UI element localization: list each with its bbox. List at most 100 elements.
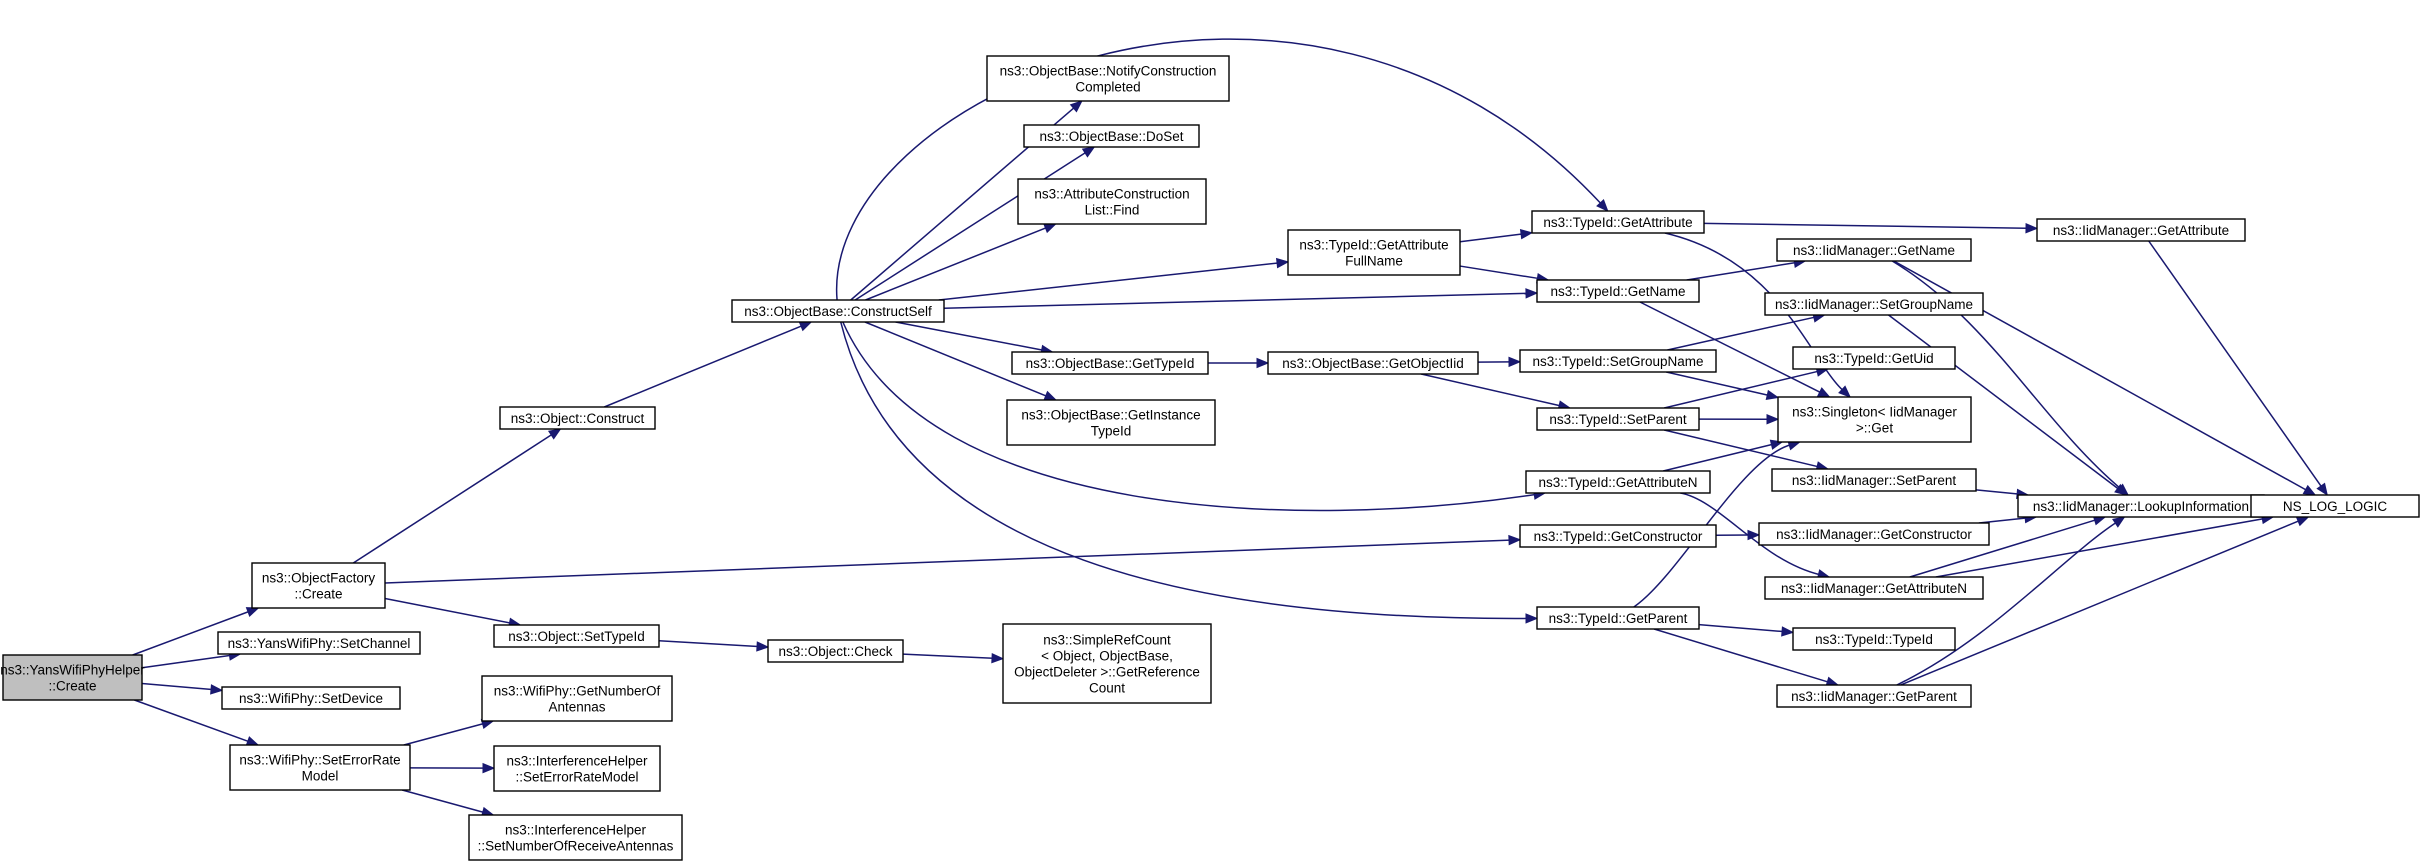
node-tid-getattribute[interactable]: ns3::TypeId::GetAttribute — [1531, 210, 1705, 234]
node-doset[interactable]: ns3::ObjectBase::DoSet — [1023, 124, 1200, 148]
edge-line — [1978, 517, 2027, 524]
node-tid-typeid[interactable]: ns3::TypeId::TypeId — [1792, 627, 1956, 651]
node-tid-getname[interactable]: ns3::TypeId::GetName — [1536, 279, 1700, 303]
node-box — [986, 55, 1230, 102]
node-label: ns3::IidManager::GetName — [1793, 243, 1955, 258]
node-iid-getattribute[interactable]: ns3::IidManager::GetAttribute — [2036, 218, 2246, 242]
node-label: ns3::WifiPhy::SetDevice — [239, 691, 383, 706]
node-tid-setparent[interactable]: ns3::TypeId::SetParent — [1536, 407, 1700, 431]
edge-line — [1459, 233, 1523, 243]
arrowhead-icon — [1069, 100, 1083, 113]
node-box — [2036, 218, 2246, 242]
node-box — [1771, 468, 1977, 492]
node-label: ns3::TypeId::GetAttribute — [1543, 215, 1692, 230]
node-label: ns3::SimpleRefCount — [1043, 633, 1171, 648]
node-construct-self[interactable]: ns3::ObjectBase::ConstructSelf — [731, 299, 945, 323]
node-label: ::SetNumberOfReceiveAntennas — [478, 839, 674, 854]
node-iid-getconstructor[interactable]: ns3::IidManager::GetConstructor — [1758, 522, 1990, 546]
node-box — [1536, 606, 1700, 630]
node-box — [1536, 407, 1700, 431]
node-label: ns3::ObjectBase::GetTypeId — [1026, 356, 1195, 371]
node-iid-getname[interactable]: ns3::IidManager::GetName — [1776, 238, 1972, 262]
edge-line — [1698, 623, 1784, 633]
node-box — [1006, 399, 1216, 446]
node-tid-getuid[interactable]: ns3::TypeId::GetUid — [1792, 346, 1956, 370]
node-ns-log-logic[interactable]: NS_LOG_LOGIC — [2250, 494, 2420, 518]
edge-line — [840, 321, 1528, 620]
node-notify-construction[interactable]: ns3::ObjectBase::NotifyConstructionCompl… — [986, 55, 1230, 102]
node-tid-getparent[interactable]: ns3::TypeId::GetParent — [1536, 606, 1700, 630]
node-obj-settypeid[interactable]: ns3::Object::SetTypeId — [493, 624, 660, 648]
node-iid-getparent[interactable]: ns3::IidManager::GetParent — [1776, 684, 1972, 708]
arrowhead-icon — [482, 762, 496, 774]
arrowhead-icon — [1508, 534, 1522, 546]
arrowhead-icon — [2316, 482, 2329, 497]
arrowhead-icon — [1765, 389, 1780, 401]
edge-factory_create-to-tid_getconstructor — [384, 534, 1522, 584]
edge-tid_setgroupname-to-singleton_get — [1666, 371, 1780, 401]
edge-tid_getparent-to-singleton_get — [1633, 440, 1802, 608]
node-label: ns3::IidManager::GetConstructor — [1776, 527, 1972, 542]
edge-obj_check-to-refcount — [902, 652, 1005, 664]
edge-construct_self-to-tid_getattrfullname — [938, 257, 1290, 301]
node-singleton-get[interactable]: ns3::Singleton< IidManager>::Get — [1777, 396, 1972, 443]
edge-line — [1909, 519, 2096, 578]
arrowhead-icon — [1508, 356, 1522, 368]
edge-line — [1420, 373, 1561, 407]
node-box — [1777, 396, 1972, 443]
edge-tid_getattrfullname-to-tid_getattribute — [1459, 228, 1534, 243]
node-refcount[interactable]: ns3::SimpleRefCount< Object, ObjectBase,… — [1002, 623, 1212, 704]
node-label: ::Create — [48, 679, 96, 694]
arrowhead-icon — [2295, 516, 2310, 527]
node-iid-setgroupname[interactable]: ns3::IidManager::SetGroupName — [1764, 292, 1984, 316]
edge-set_error_rate-to-ih_set_rx_ant — [401, 789, 495, 818]
node-tid-getconstructor[interactable]: ns3::TypeId::GetConstructor — [1519, 524, 1717, 548]
node-obj-check[interactable]: ns3::Object::Check — [767, 639, 904, 663]
node-box — [499, 406, 656, 430]
node-iid-getattributen[interactable]: ns3::IidManager::GetAttributeN — [1764, 576, 1984, 600]
edge-line — [865, 227, 1047, 301]
node-label: Completed — [1075, 80, 1140, 95]
node-set-channel[interactable]: ns3::YansWifiPhy::SetChannel — [217, 631, 421, 655]
edge-line — [1667, 316, 1816, 351]
node-iid-setparent[interactable]: ns3::IidManager::SetParent — [1771, 468, 1977, 492]
edge-line — [943, 292, 1528, 310]
node-label: ns3::Singleton< IidManager — [1792, 405, 1957, 420]
node-label: ns3::YansWifiPhy::SetChannel — [228, 636, 411, 651]
node-tid-getattributen[interactable]: ns3::TypeId::GetAttributeN — [1525, 470, 1711, 494]
node-tid-setgroupname[interactable]: ns3::TypeId::SetGroupName — [1519, 349, 1717, 373]
edge-line — [1680, 492, 1820, 576]
node-label: ns3::ObjectBase::GetObjectIid — [1282, 356, 1464, 371]
edge-line — [1891, 260, 2121, 490]
node-label: ns3::TypeId::GetParent — [1549, 611, 1688, 626]
edge-line — [1653, 628, 1829, 683]
node-box — [1519, 524, 1717, 548]
edge-tid_getattribute-to-iid_getattribute — [1703, 222, 2039, 234]
node-set-error-rate[interactable]: ns3::WifiPhy::SetErrorRateModel — [229, 744, 411, 791]
node-box — [1002, 623, 1212, 704]
edge-factory_create-to-obj_settypeid — [384, 597, 522, 628]
node-label: ns3::Object::SetTypeId — [508, 629, 645, 644]
node-ob-gettypeid[interactable]: ns3::ObjectBase::GetTypeId — [1011, 351, 1209, 375]
node-ih-set-rx-ant[interactable]: ns3::InterferenceHelper::SetNumberOfRece… — [468, 814, 683, 861]
edge-line — [1896, 521, 2117, 686]
node-factory-create[interactable]: ns3::ObjectFactory::Create — [251, 562, 386, 609]
node-obj-construct[interactable]: ns3::Object::Construct — [499, 406, 656, 430]
edge-ob_getobjectiid-to-tid_setparent — [1420, 373, 1572, 411]
node-label: < Object, ObjectBase, — [1041, 649, 1173, 664]
node-iid-lookup[interactable]: ns3::IidManager::LookupInformation — [2017, 494, 2265, 518]
edge-line — [1459, 265, 1539, 280]
node-ob-getobjectiid[interactable]: ns3::ObjectBase::GetObjectIid — [1267, 351, 1479, 375]
arrowhead-icon — [756, 641, 770, 652]
node-label: ns3::ObjectFactory — [262, 571, 376, 586]
node-ih-set-error[interactable]: ns3::InterferenceHelper::SetErrorRateMod… — [493, 745, 661, 792]
node-label: ns3::IidManager::GetAttribute — [2053, 223, 2229, 238]
arrowhead-icon — [1596, 199, 1609, 212]
node-label: Model — [302, 769, 339, 784]
node-set-device[interactable]: ns3::WifiPhy::SetDevice — [221, 686, 401, 710]
edge-iid_getattribute-to-ns_log_logic — [2148, 240, 2329, 497]
